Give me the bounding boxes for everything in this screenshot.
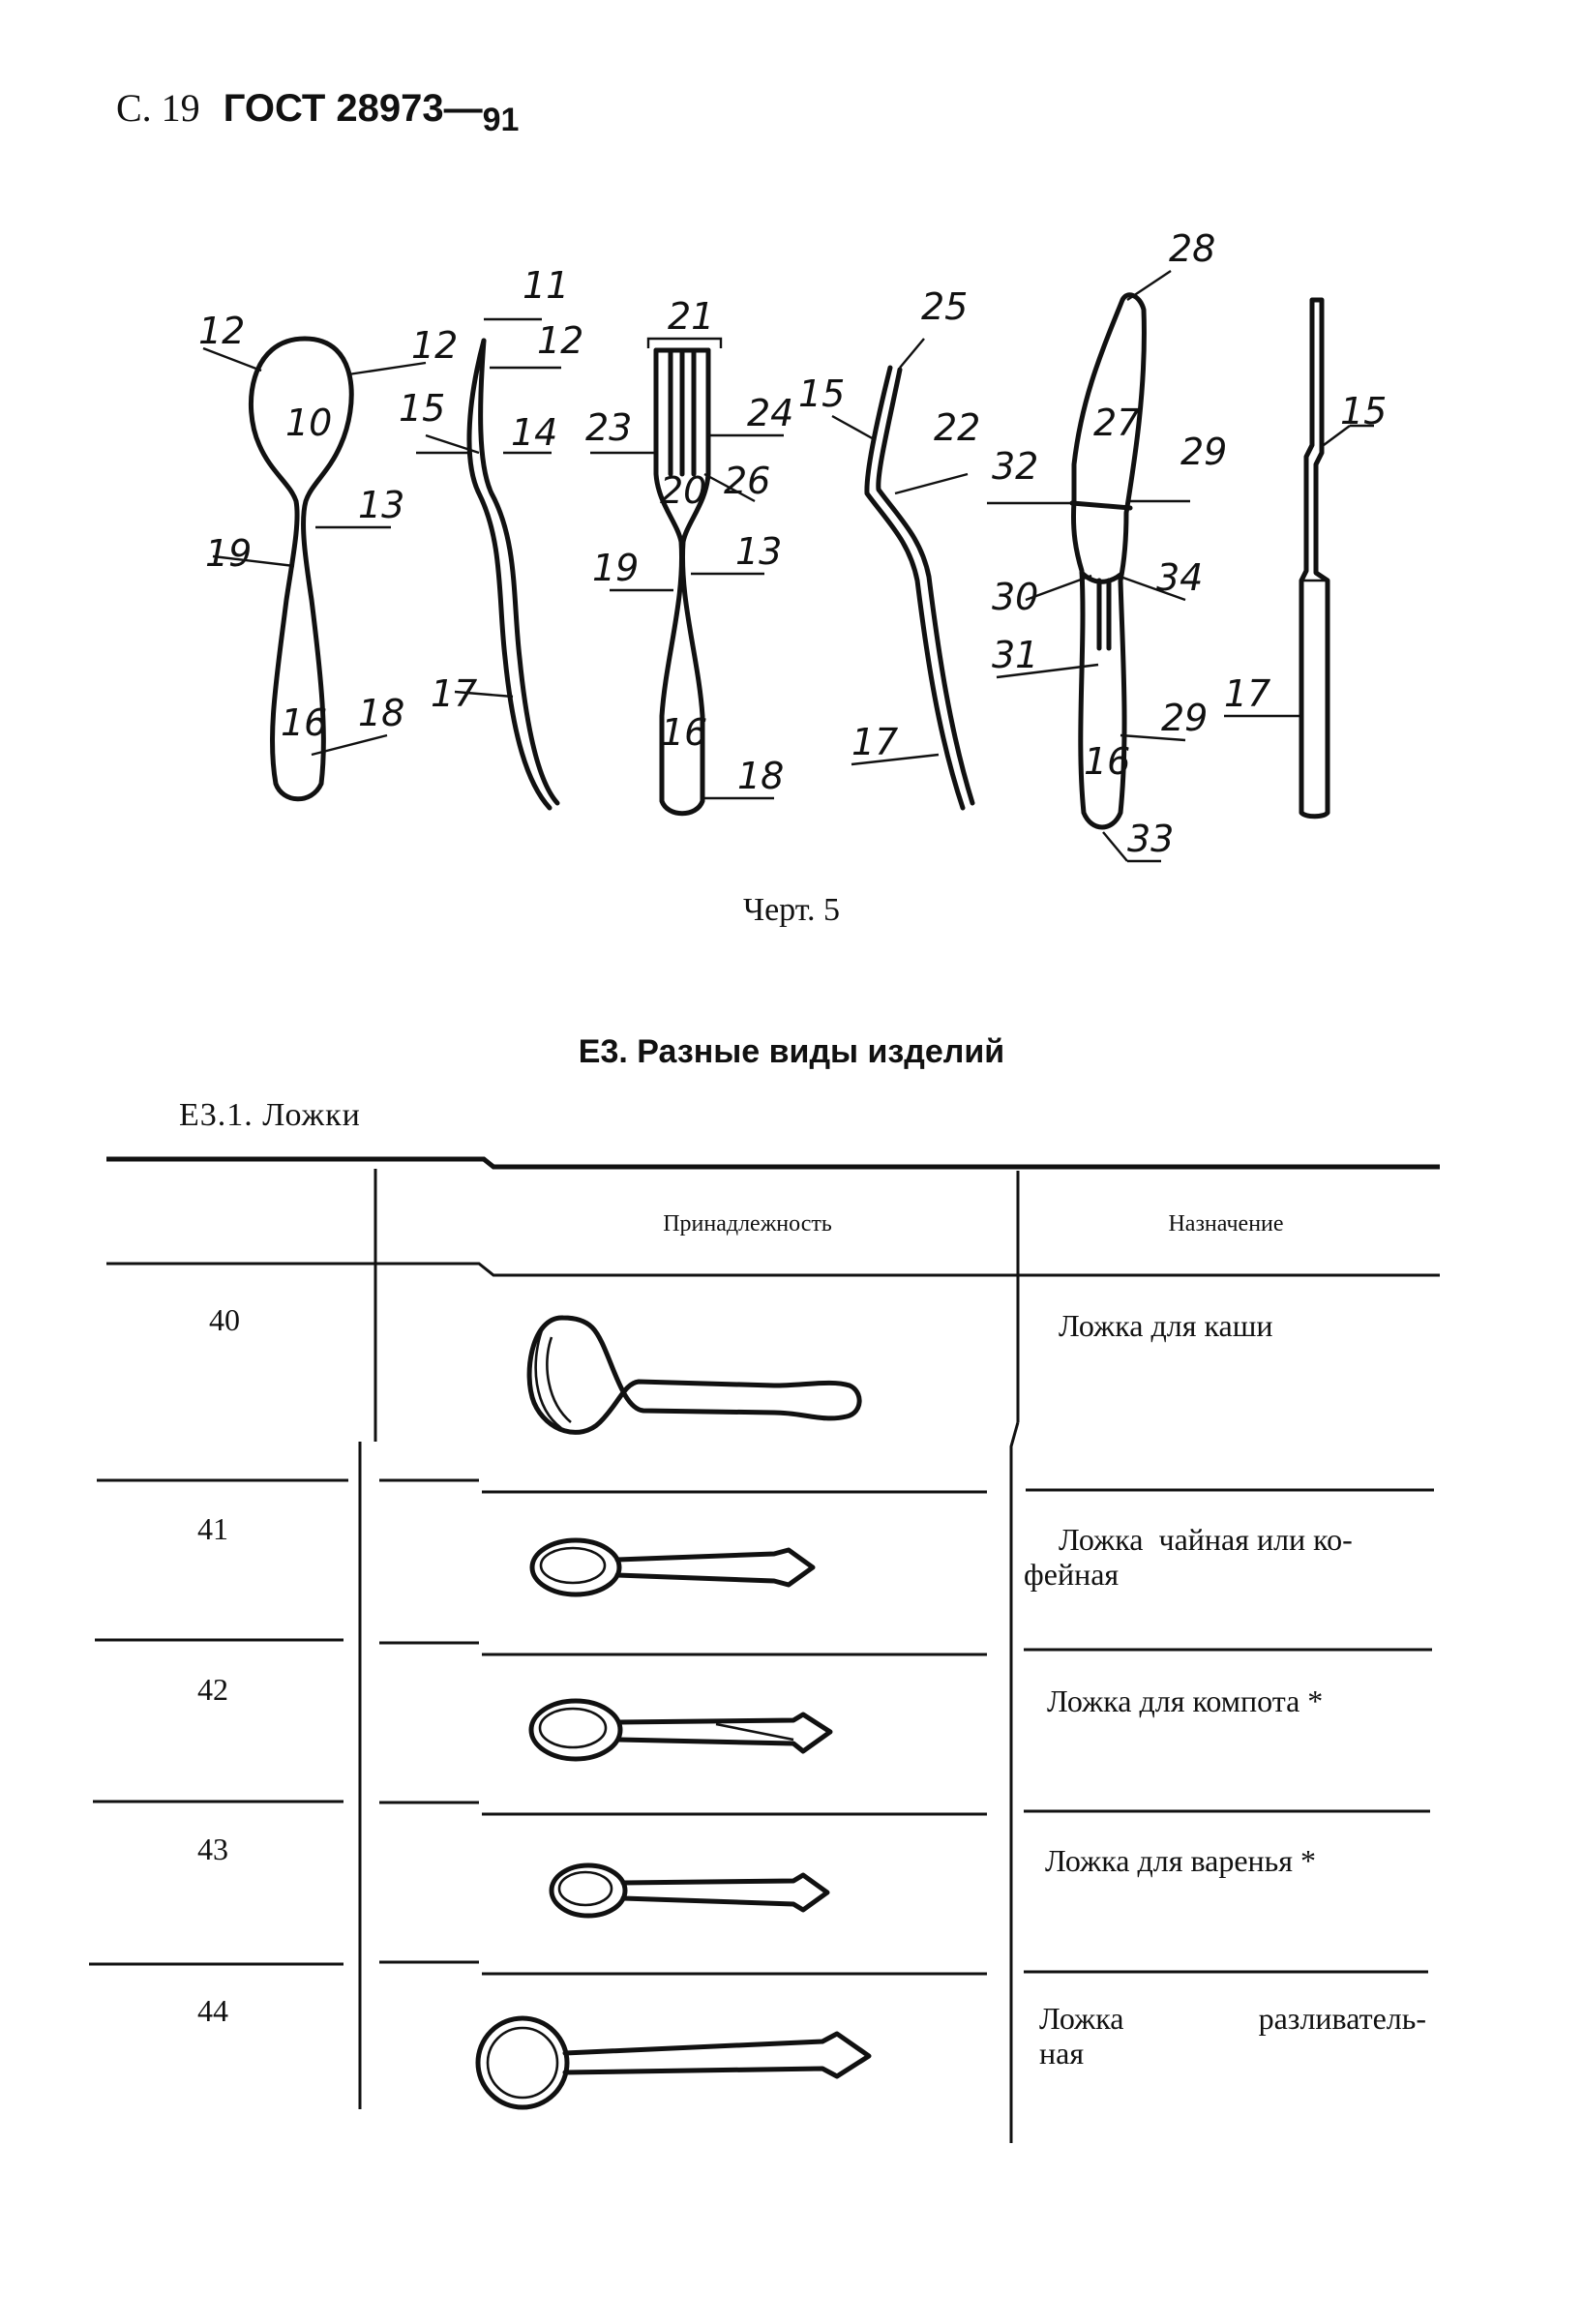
page-header: С. 19 ГОСТ 28973—91 [116, 85, 519, 139]
spoon-side-drawing: 11 12 12 15 14 17 [399, 264, 583, 811]
callout-label: 34 [1156, 556, 1203, 599]
callout-label: 32 [992, 445, 1038, 488]
callout-label: 18 [358, 692, 404, 734]
callout-label: 27 [1093, 402, 1140, 444]
porridge-spoon-icon [526, 1315, 862, 1435]
callout-label: 15 [399, 387, 445, 430]
column-header-purpose: Назначение [1168, 1211, 1284, 1236]
callout-label: 30 [992, 576, 1038, 618]
row-number: 42 [197, 1672, 228, 1707]
cutlery-drawing-figure: 12 10 19 16 13 18 11 12 12 15 14 17 [198, 227, 1387, 863]
callout-label: 15 [798, 372, 845, 415]
callout-label: 14 [511, 411, 557, 454]
callout-label: 20 [660, 469, 706, 512]
spoon-illustrations [475, 1315, 872, 2110]
fork-front-drawing: 21 23 24 20 26 19 13 16 18 [585, 295, 793, 817]
callout-label: 31 [992, 634, 1038, 676]
jam-spoon-icon [549, 1862, 830, 1919]
callout-label: 19 [205, 532, 252, 575]
callout-label: 16 [1084, 740, 1130, 783]
callout-label: 10 [285, 402, 332, 444]
callout-label: 13 [735, 530, 782, 573]
purpose-text: Ложка для каши [1059, 1308, 1273, 1343]
standard-number: ГОСТ 28973— [223, 87, 483, 130]
callout-label: 23 [585, 406, 632, 449]
ladle-spoon-icon [475, 2015, 872, 2110]
standard-edition: 91 [482, 102, 520, 138]
spoon-front-drawing: 12 10 19 16 13 18 [198, 310, 427, 802]
callout-label: 29 [1161, 697, 1208, 739]
page-number: С. 19 [116, 86, 200, 130]
compote-spoon-icon [528, 1698, 833, 1762]
fork-side-drawing: 25 15 22 17 [798, 285, 980, 811]
callout-label: 26 [724, 460, 770, 502]
callout-label: 11 [523, 264, 569, 307]
callout-label: 16 [661, 711, 707, 754]
callout-label: 22 [934, 406, 980, 449]
callout-label: 12 [411, 324, 458, 367]
callout-label: 12 [198, 310, 245, 352]
purpose-text: Ложка разливатель- ная [1039, 2001, 1426, 2071]
row-number: 40 [209, 1302, 240, 1337]
subsection-title: Е3.1. Ложки [179, 1097, 361, 1133]
callout-label: 12 [537, 319, 583, 362]
callout-label: 18 [737, 755, 784, 797]
row-number: 44 [197, 1993, 228, 2028]
callout-label: 24 [747, 392, 793, 434]
knife-front-drawing: 28 27 32 29 30 34 31 29 16 33 [987, 227, 1227, 863]
row-number: 41 [197, 1511, 228, 1546]
column-header-accessory: Принадлежность [663, 1211, 832, 1236]
figure-caption: Черт. 5 [742, 892, 841, 928]
purpose-text: Ложка для компота * [1047, 1683, 1324, 1718]
knife-side-drawing: 15 17 [1224, 297, 1387, 819]
callout-label: 17 [431, 672, 477, 715]
callout-label: 33 [1127, 818, 1174, 860]
callout-label: 21 [668, 295, 714, 338]
callout-label: 17 [1224, 672, 1270, 715]
callout-label: 17 [851, 721, 898, 763]
row-number: 43 [197, 1832, 228, 1866]
callout-label: 13 [358, 484, 404, 526]
callout-label: 28 [1169, 227, 1215, 270]
callout-label: 25 [921, 285, 968, 328]
tea-coffee-spoon-icon [529, 1537, 816, 1597]
callout-label: 15 [1340, 390, 1387, 432]
callout-label: 16 [281, 701, 327, 744]
table-grid [89, 1156, 1440, 2143]
callout-label: 19 [592, 547, 639, 589]
purpose-text: Ложка для варенья * [1045, 1843, 1316, 1878]
callout-label: 29 [1180, 431, 1227, 473]
purpose-text: Ложка чайная или ко- фейная [1024, 1522, 1353, 1592]
section-title: Е3. Разные виды изделий [578, 1033, 1005, 1070]
